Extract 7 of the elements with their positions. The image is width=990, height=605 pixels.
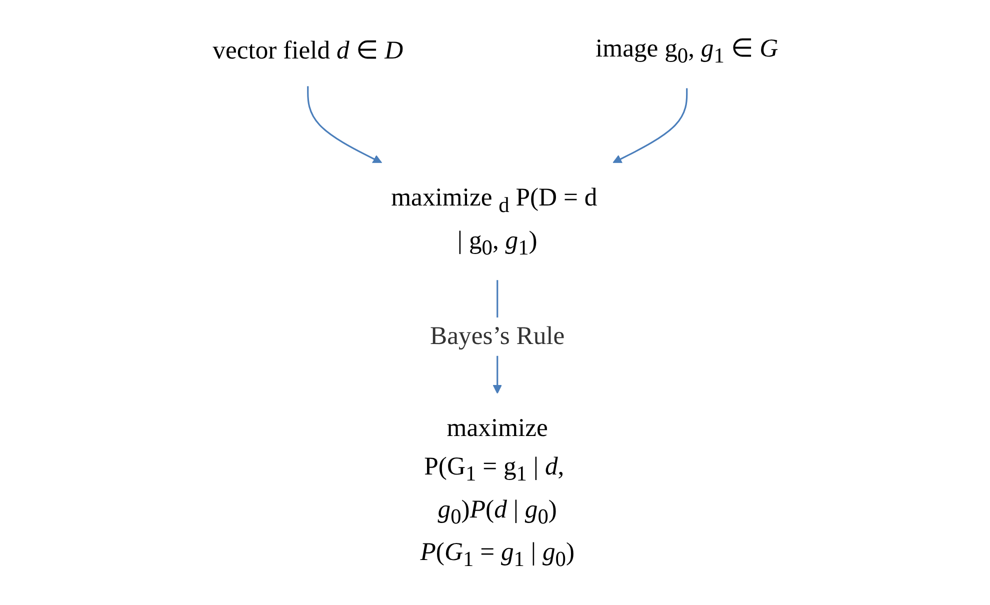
arrow <box>306 86 382 164</box>
node-text: maximize P(G$_{1}$ = g$_{1}$ | d, g$_{0}$)P(d | g$_{0}$) P(G$_{1}$ = g$_{1}$ | g$_{0}$) <box>420 414 574 572</box>
node-text: image g$_{0}$, g$_{1}$ ∈ G <box>595 34 778 68</box>
node-text: vector field d ∈ D <box>212 36 403 65</box>
edge-label: Bayes’s Rule <box>430 322 564 351</box>
node-text: maximize $_{d}$ P(D = d | g$_{0}$, g$_{1}$) <box>390 184 597 260</box>
arrow <box>612 88 688 164</box>
